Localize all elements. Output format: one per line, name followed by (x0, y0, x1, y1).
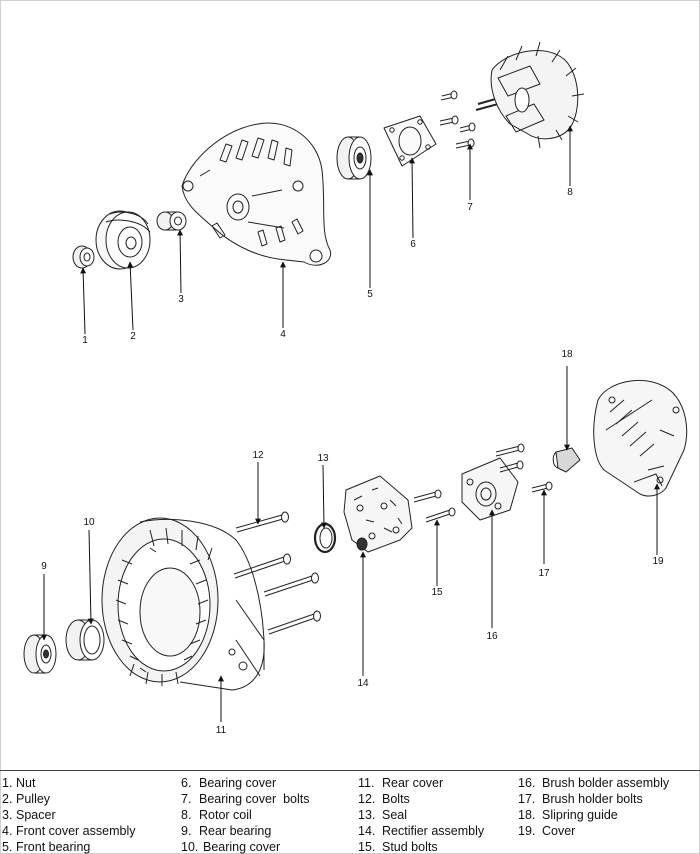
seal-part (313, 522, 337, 554)
legend-item: 19.Cover (518, 824, 576, 838)
rear-cover-part (101, 517, 265, 691)
callout-13: 13 (317, 453, 329, 464)
slipring-guide-part (552, 447, 581, 473)
front-cover-part (181, 122, 332, 266)
callout-5: 5 (367, 289, 373, 300)
brush-holder-part (461, 443, 525, 521)
callout-7: 7 (467, 202, 473, 213)
legend-item: 17.Brush holder bolts (518, 792, 643, 806)
legend-item: 12.Bolts (358, 792, 410, 806)
legend-item: 8.Rotor coil (181, 808, 252, 822)
callout-4: 4 (280, 329, 286, 340)
legend-item: 13.Seal (358, 808, 408, 822)
callout-11: 11 (215, 725, 227, 736)
parts-legend: 1.Nut 2.Pulley 3.Spacer 4.Front cover as… (0, 770, 700, 854)
callout-10: 10 (83, 517, 95, 528)
legend-item: 1.Nut (2, 776, 36, 790)
rectifier-assembly-part (343, 475, 413, 553)
callout-12: 12 (252, 450, 264, 461)
bearing-cover-plate-part (383, 115, 437, 167)
nut-part (72, 245, 95, 269)
callout-16: 16 (486, 631, 498, 642)
leader-1 (80, 267, 87, 335)
callout-17: 17 (538, 568, 550, 579)
rotor-coil-part (475, 41, 585, 149)
callout-15: 15 (431, 587, 443, 598)
callout-6: 6 (410, 239, 416, 250)
legend-item: 7.Bearing cover bolts (181, 792, 310, 806)
leader-2 (127, 261, 134, 331)
callout-9: 9 (41, 561, 47, 572)
legend-item: 18.Slipring guide (518, 808, 618, 822)
legend-column-3: 11.Rear cover 12.Bolts 13.Seal 14.Rectif… (358, 775, 484, 854)
legend-item: 5.Front bearing (2, 840, 91, 854)
legend-item: 16.Brush bolder assembly (518, 776, 670, 790)
legend-column-4: 16.Brush bolder assembly 17.Brush holder… (518, 775, 669, 839)
legend-column-2: 6.Bearing cover 7.Bearing cover bolts 8.… (181, 775, 309, 854)
leader-6 (409, 157, 416, 239)
brush-holder-bolts-part (531, 481, 553, 493)
legend-item: 4.Front cover assembly (2, 824, 136, 838)
leader-13 (320, 464, 327, 529)
leader-10 (87, 529, 94, 625)
long-bolts-part (233, 511, 321, 635)
leader-3 (177, 229, 184, 294)
pulley-part (95, 210, 151, 270)
front-bearing-part (336, 136, 372, 180)
callout-1: 1 (82, 335, 88, 346)
callout-8: 8 (567, 187, 573, 198)
spacer-part (156, 211, 187, 231)
bearing-cover-bolts-part (439, 90, 476, 149)
diagram-art (23, 41, 688, 722)
legend-item: 3.Spacer (2, 808, 56, 822)
rear-bearing-cover-part (65, 619, 105, 661)
callout-18: 18 (561, 349, 573, 360)
legend-item: 2.Pulley (2, 792, 51, 806)
legend-item: 14.Rectifier assembly (358, 824, 485, 838)
legend-item: 10.Bearing cover (181, 840, 281, 854)
end-cover-part (593, 379, 688, 497)
legend-item: 9.Rear bearing (181, 824, 272, 838)
callout-2: 2 (130, 331, 136, 342)
legend-item: 6.Bearing cover (181, 776, 277, 790)
callout-3: 3 (178, 294, 184, 305)
callout-19: 19 (652, 556, 664, 567)
legend-item: 11.Rear cover (358, 776, 444, 790)
rear-bearing-part (23, 634, 57, 674)
leader-lines (41, 125, 660, 722)
legend-item: 15.Stud bolts (358, 840, 438, 854)
callout-14: 14 (357, 678, 369, 689)
stud-bolts-part (413, 489, 456, 523)
legend-column-1: 1.Nut 2.Pulley 3.Spacer 4.Front cover as… (2, 775, 135, 854)
